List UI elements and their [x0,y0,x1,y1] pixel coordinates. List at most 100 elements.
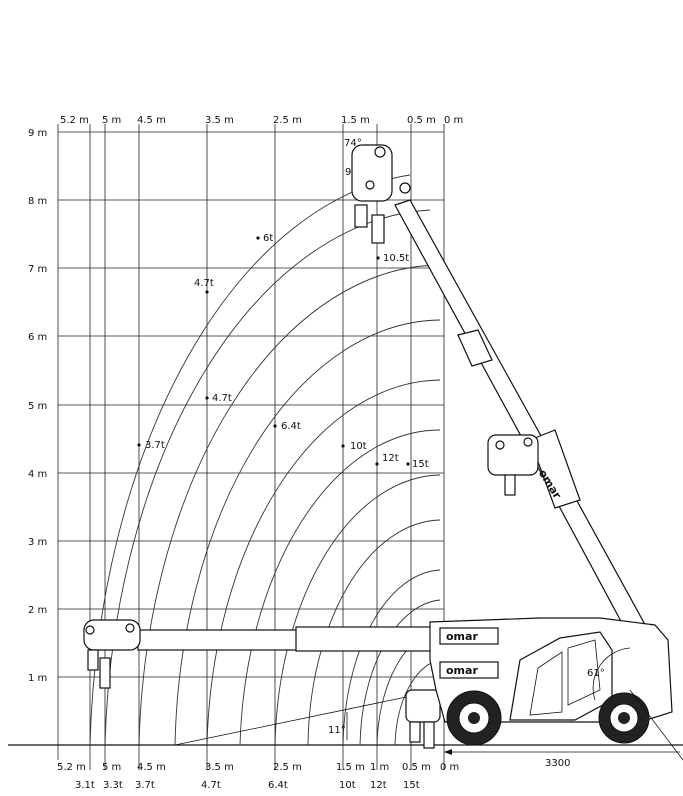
load-10.5t: 10.5t [383,253,409,264]
load-4.7t-upper: 4.7t [194,278,214,289]
load-point-6.4t [273,424,277,428]
cab [509,631,613,721]
bottom-dist-4.5: 4.5 m [137,762,166,773]
arc-1 [89,174,411,746]
front-wheel-center [468,712,480,724]
angle-74-label: 74° [344,138,362,149]
bottom-load-12t: 12t [370,780,387,791]
bottom-dist-0.5: 0.5 m [402,762,431,773]
wheelbase-dimension: 3300 [444,749,680,769]
raised-boom: omar [394,199,649,639]
mid-hook [504,474,516,496]
bottom-load-15t: 15t [403,780,420,791]
raised-boom-body [394,199,649,639]
angle-11-line [174,689,441,746]
height-labels: 9 m 8 m 7 m 6 m 5 m 4 m 3 m 2 m 1 m [28,128,47,684]
angle-11-label: 11° [328,725,346,736]
horizontal-pulley-2 [125,623,135,633]
load-3.7t: 3.7t [145,440,165,451]
bottom-load-3.1t: 3.1t [75,780,95,791]
wheelbase-label: 3300 [545,758,570,769]
load-12t: 12t [382,453,399,464]
load-6.4t: 6.4t [281,421,301,432]
angle-61-arc [592,647,631,701]
top-pulley-1 [374,146,386,158]
bottom-dist-5: 5 m [102,762,121,773]
top-hook-right [371,214,385,244]
load-point-6t [256,236,260,240]
arc-6 [239,429,441,746]
bottom-dist-2.5: 2.5 m [273,762,302,773]
horizontal-boom-inner [137,629,299,651]
vehicle: omar omar 61° [429,617,683,761]
low-hook-left [409,721,421,743]
horizontal-hook-left [87,649,99,671]
load-4.7t-mid: 4.7t [212,393,232,404]
load-6t: 6t [263,233,273,244]
boom-section-joint [457,329,493,367]
mid-hook-assembly [487,434,539,496]
angle-61-label: 61° [587,668,605,679]
load-point-10t [341,444,345,448]
top-dist-1.5: 1.5 m [341,115,370,126]
load-points: 74° 9t 6t 10.5t 4.7t 4.7t 3.7t 6.4t 10t … [137,138,429,470]
height-label-4: 4 m [28,469,47,480]
top-distance-labels: 5.2 m 5 m 4.5 m 3.5 m 2.5 m 1.5 m 0.5 m … [60,115,463,126]
arc-3 [138,264,441,746]
top-dist-0: 0 m [444,115,463,126]
low-hook-assembly [405,689,441,749]
rear-wheel-center [618,712,630,724]
low-hook-block [405,689,441,723]
bottom-dist-1.5: 1.5 m [336,762,365,773]
horizontal-boom-outer [295,626,437,652]
height-label-6: 6 m [28,332,47,343]
bottom-distance-labels: 5.2 m 5 m 4.5 m 3.5 m 2.5 m 1.5 m 1 m 0.… [57,762,459,773]
load-point-4.7t-upper [205,290,209,294]
arc-8 [307,519,441,746]
boom-tip-bracket [529,429,581,509]
height-label-1: 1 m [28,673,47,684]
arc-9 [342,569,441,746]
top-dist-4.5: 4.5 m [137,115,166,126]
wheelbase-arrow-left [444,749,452,755]
top-dist-5: 5 m [102,115,121,126]
horizontal-pulley-1 [85,625,95,635]
load-9t: 9t [345,167,355,178]
load-point-10.5t [376,256,380,260]
height-label-8: 8 m [28,196,47,207]
load-point-15t [406,462,410,466]
top-hook-assembly [351,144,411,244]
vehicle-brand-upper: omar [446,630,478,643]
bottom-load-3.7t: 3.7t [135,780,155,791]
bottom-load-6.4t: 6.4t [268,780,288,791]
angle-61-line [629,689,683,761]
mid-pulley-2 [523,437,533,447]
arc-4 [174,319,441,746]
bottom-dist-5.2: 5.2 m [57,762,86,773]
height-label-7: 7 m [28,264,47,275]
top-dist-5.2: 5.2 m [60,115,89,126]
cab-window-1 [529,651,563,716]
bottom-dist-1: 1 m [370,762,389,773]
bottom-load-4.7t: 4.7t [201,780,221,791]
vehicle-brand-plate-lower [439,661,499,679]
height-label-9: 9 m [28,128,47,139]
arc-5 [206,379,441,746]
arc-2 [104,209,431,746]
top-pulley-2 [399,182,411,194]
bottom-load-labels: 3.1t 3.3t 3.7t 4.7t 6.4t 10t 12t 15t [75,780,420,791]
bottom-load-10t: 10t [339,780,356,791]
top-hook-block [351,144,393,202]
mid-pulley-1 [495,440,505,450]
height-label-3: 3 m [28,537,47,548]
load-10t: 10t [350,441,367,452]
load-point-12t [375,462,379,466]
top-dist-0.5: 0.5 m [407,115,436,126]
height-label-2: 2 m [28,605,47,616]
top-dist-3.5: 3.5 m [205,115,234,126]
top-dist-2.5: 2.5 m [273,115,302,126]
vehicle-brand-plate-upper [439,627,499,645]
bottom-dist-3.5: 3.5 m [205,762,234,773]
